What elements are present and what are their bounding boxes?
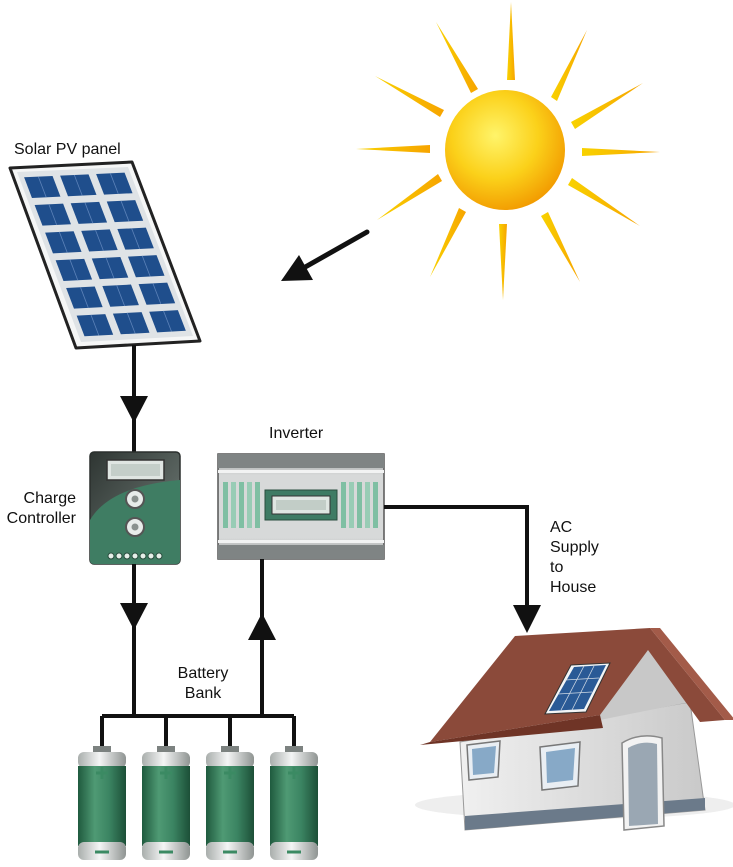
battery-bank (78, 746, 318, 860)
house-door (621, 735, 665, 831)
battery-terminal (93, 746, 111, 753)
sun-rays (356, 2, 660, 300)
battery-body (270, 766, 318, 846)
charge-controller (89, 451, 181, 565)
panel-to-controller-wire (120, 345, 148, 452)
charge-controller-label: Charge Controller (6, 489, 76, 529)
panel-cell-divider (152, 283, 162, 305)
panel-cell-divider (80, 287, 89, 309)
panel-cell-divider (90, 314, 100, 336)
panel-cell-divider (95, 229, 104, 251)
battery-bank-label-line1: Battery (177, 665, 229, 682)
panel-cell-divider (126, 312, 136, 334)
battery-top-cap (270, 752, 318, 768)
ac-supply-label-line4: House (550, 579, 597, 596)
battery-body (142, 766, 190, 846)
ac-supply-label-line2: Supply (550, 539, 599, 556)
panel-cell-divider (105, 257, 115, 279)
solar-panel-label: Solar PV panel (14, 141, 121, 158)
battery-bank-label-line2: Bank (184, 685, 222, 702)
house-gable (600, 628, 690, 720)
battery-top-cap (78, 752, 126, 768)
battery (206, 746, 254, 860)
panel-cell-divider (131, 228, 140, 250)
battery-bank-label: Battery Bank (170, 664, 236, 704)
battery-top-cap (142, 752, 190, 768)
battery-bus (100, 714, 296, 752)
battery-terminal (157, 746, 175, 753)
charge-controller-label-line2: Controller (6, 510, 76, 527)
controller-leds (107, 552, 163, 560)
panel-cell-divider (69, 259, 79, 281)
inverter-fins-left (223, 482, 260, 528)
panel-cell-divider (73, 174, 83, 196)
battery (142, 746, 190, 860)
battery-body (78, 766, 126, 846)
battery-plus-sign (96, 767, 108, 779)
battery (270, 746, 318, 860)
panel-cell-divider (116, 285, 125, 307)
panel-cell-divider (37, 176, 47, 198)
house-roof-solar-panel (544, 662, 611, 715)
panel-cell-divider (109, 173, 119, 195)
charge-controller-label-line1: Charge (23, 490, 76, 507)
battery-top-cap (206, 752, 254, 768)
house-window-right (539, 741, 581, 791)
inverter (217, 453, 385, 560)
battery-terminal (221, 746, 239, 753)
ac-supply-label: AC Supply to House (550, 518, 599, 598)
sun-disc (445, 90, 565, 210)
house (415, 628, 733, 831)
battery (78, 746, 126, 860)
battery-plus-sign (288, 767, 300, 779)
panel-cell-divider (163, 310, 172, 332)
inverter-to-house-wire (384, 505, 541, 633)
controller-to-battery-wire (120, 564, 148, 716)
battery-body (206, 766, 254, 846)
panel-cells (24, 172, 186, 337)
battery-plus-sign (160, 767, 172, 779)
panel-cell-divider (84, 202, 94, 224)
battery-terminal (285, 746, 303, 753)
panel-cell-divider (59, 231, 68, 253)
battery-plus-sign (224, 767, 236, 779)
panel-cell-divider (141, 255, 151, 277)
ac-supply-label-line1: AC (550, 519, 573, 536)
house-window-left (466, 740, 501, 781)
solar-pv-panel (8, 160, 202, 350)
panel-cell-divider (120, 200, 130, 222)
inverter-fins-right (341, 482, 378, 528)
ac-supply-label-line3: to (550, 559, 564, 576)
battery-to-inverter-wire (248, 559, 276, 716)
panel-cell-divider (48, 204, 58, 226)
inverter-label: Inverter (269, 425, 324, 442)
sun (356, 2, 660, 300)
sunlight-arrow (281, 229, 370, 281)
